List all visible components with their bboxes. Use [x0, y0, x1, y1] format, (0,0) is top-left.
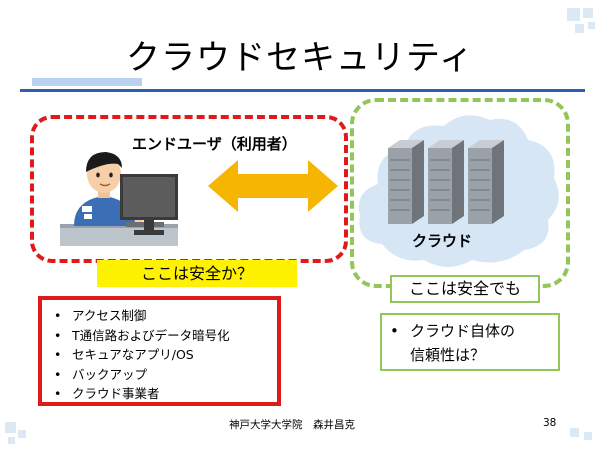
corner-square-decor [8, 437, 15, 444]
monitor-icon [120, 174, 178, 235]
corner-square-decor [570, 428, 579, 437]
bullet-icon: • [390, 322, 399, 340]
corner-square-decor [18, 430, 26, 438]
list-item: アクセス制御 [52, 306, 269, 326]
corner-square-decor [567, 8, 580, 21]
cloud-with-servers-icon [358, 115, 559, 267]
cloud-label: クラウド [412, 232, 473, 250]
double-arrow-icon [208, 160, 338, 212]
question-banner: ここは安全か？ [97, 260, 297, 287]
slide-title: クラウドセキュリティ [126, 38, 474, 78]
corner-square-decor [5, 422, 16, 433]
person-at-computer-icon [60, 152, 178, 246]
security-measures-list: アクセス制御 T通信路およびデータ暗号化 セキュアなアプリ/OS バックアップ … [52, 306, 269, 404]
corner-square-decor [588, 22, 595, 29]
corner-square-decor [575, 24, 584, 33]
trust-line-2: 信頼性は？ [410, 346, 486, 364]
list-item: クラウド事業者 [52, 384, 269, 404]
trust-line-1: クラウド自体の [410, 322, 516, 340]
cloud-trust-box: • クラウド自体の 信頼性は？ [380, 313, 560, 371]
footer-author: 神戸大学大学院 森井昌克 [229, 419, 355, 431]
security-measures-box: アクセス制御 T通信路およびデータ暗号化 セキュアなアプリ/OS バックアップ … [38, 296, 281, 406]
list-item: バックアップ [52, 365, 269, 385]
corner-square-decor [584, 432, 592, 440]
enduser-label: エンドユーザ（利用者） [132, 135, 297, 153]
title-accent-bar [32, 78, 142, 86]
title-underline [20, 89, 585, 92]
page-number: 38 [543, 417, 557, 429]
corner-square-decor [583, 8, 593, 18]
list-item: セキュアなアプリ/OS [52, 345, 269, 365]
cloud-safe-banner: ここは安全でも [390, 275, 540, 303]
list-item: T通信路およびデータ暗号化 [52, 326, 269, 346]
